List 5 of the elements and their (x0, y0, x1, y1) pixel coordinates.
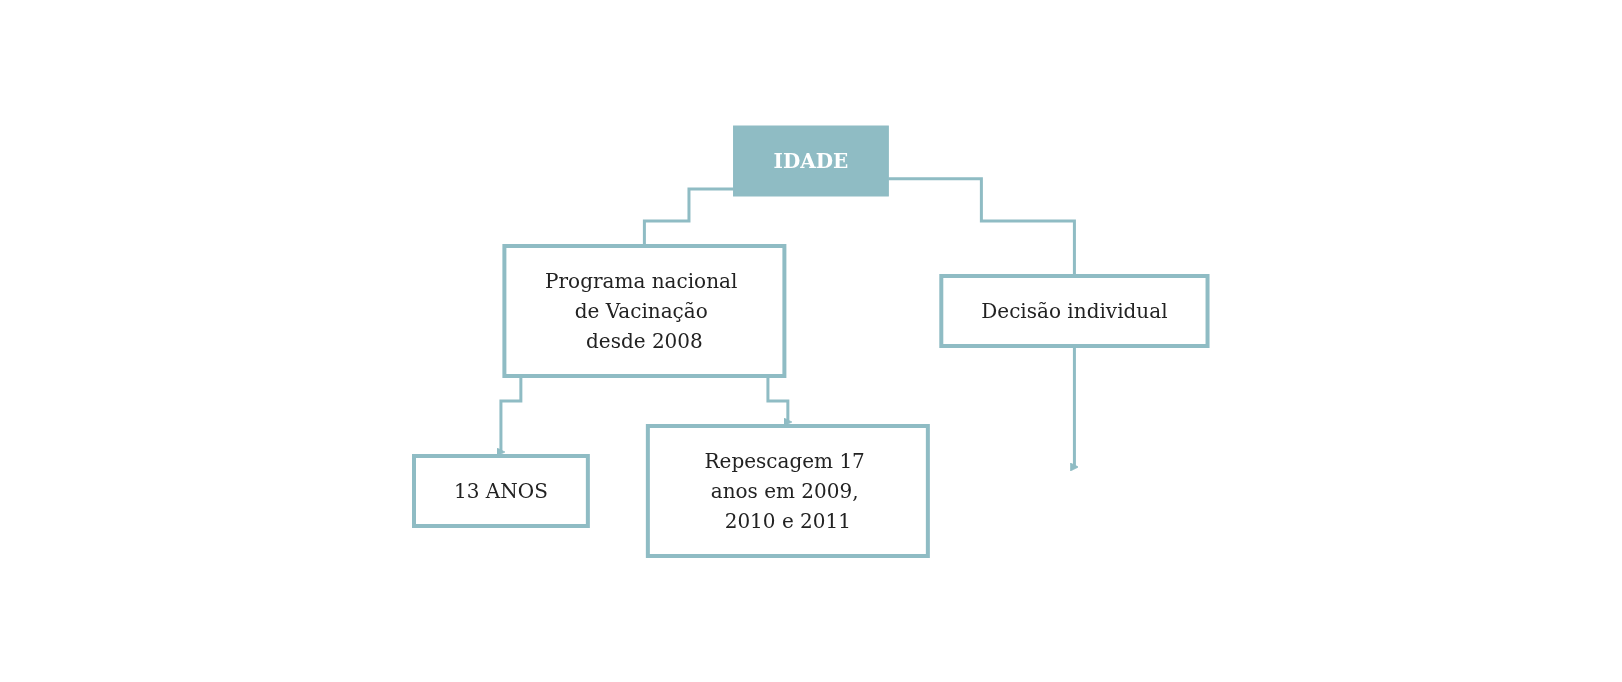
node-box: IDADE (733, 125, 890, 197)
node-box: Decisão individual (939, 274, 1210, 348)
node-box: Repescagem 17 anos em 2009, 2010 e 2011 (646, 424, 931, 558)
node-box: Programa nacional de Vacinação desde 2008 (502, 244, 787, 378)
node-box: 13 ANOS (412, 454, 591, 528)
